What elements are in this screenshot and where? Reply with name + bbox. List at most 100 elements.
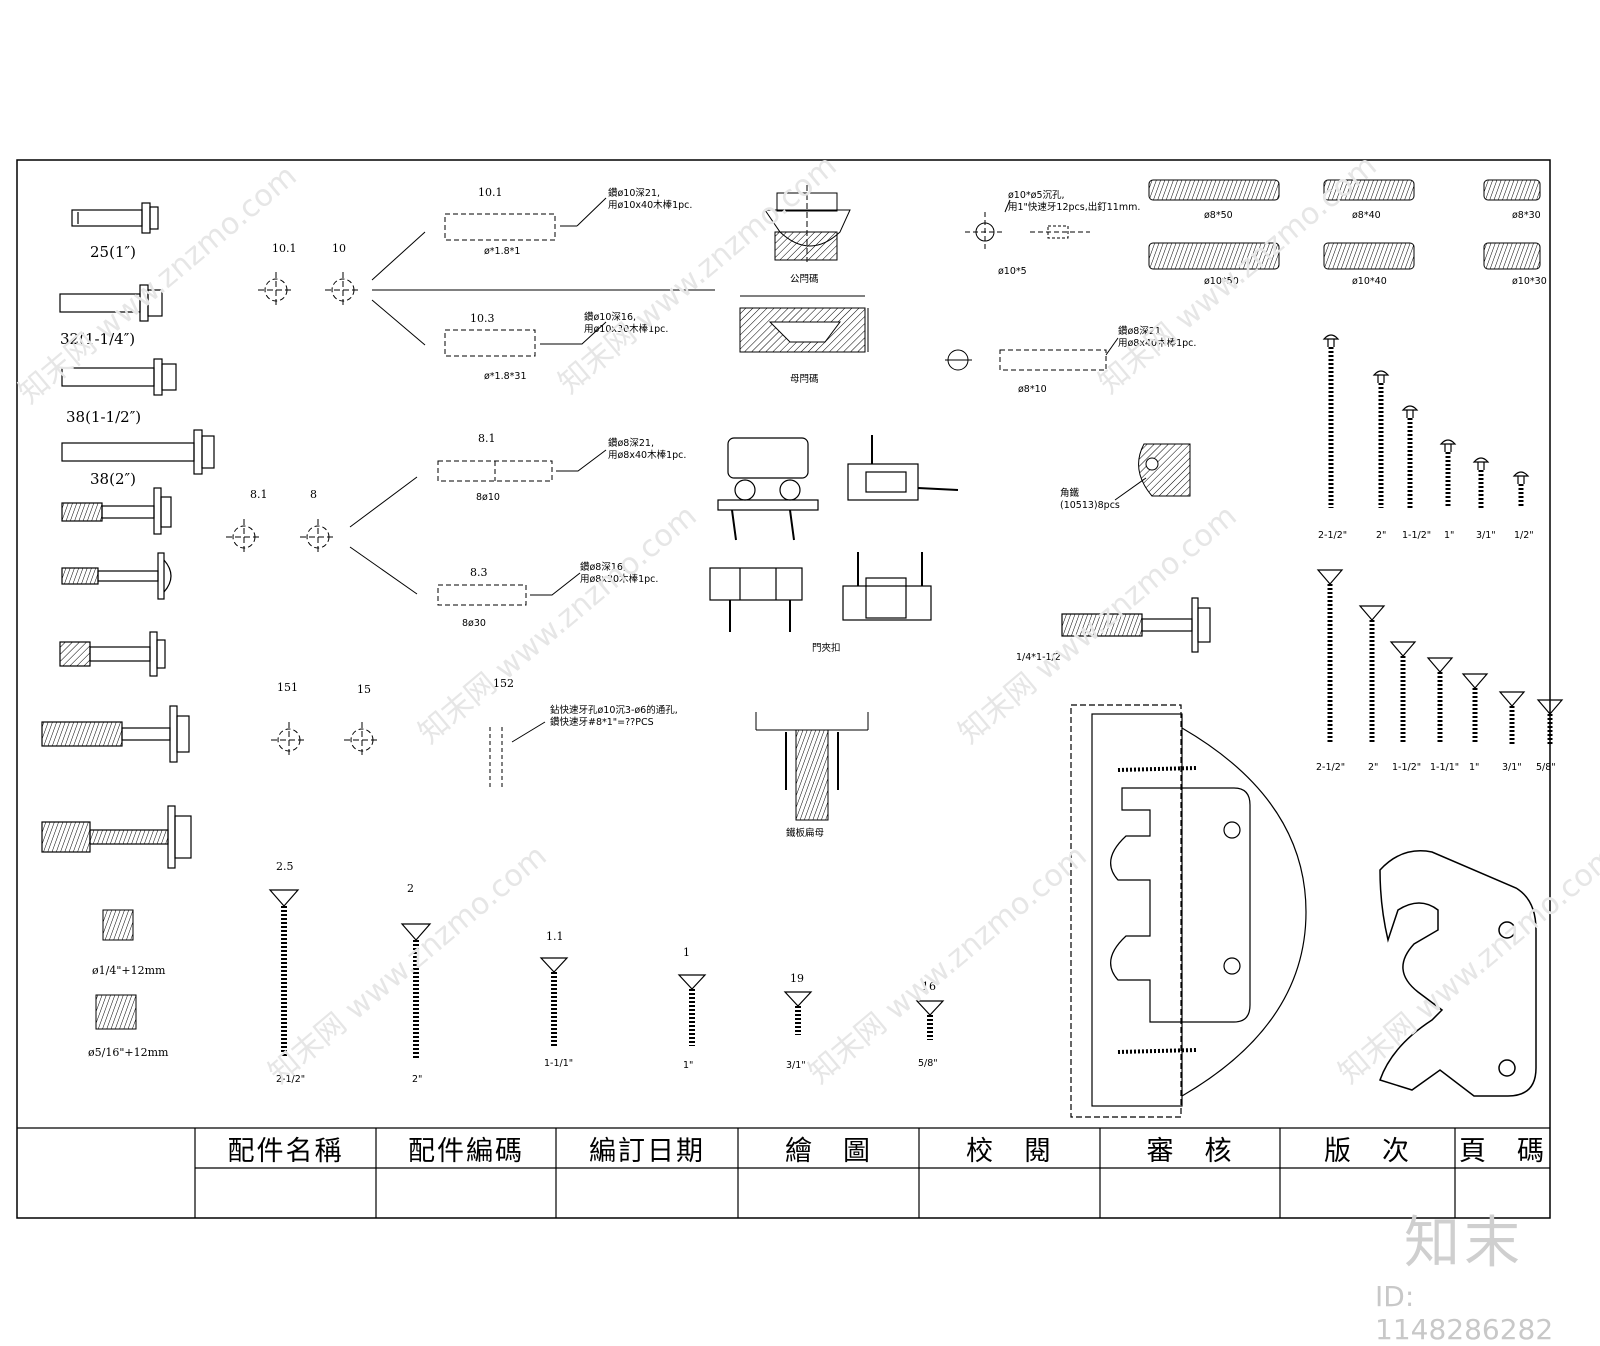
dowel-d8-note-2: 用ø8x40木棒1pc. [1118,338,1197,349]
wood-screws-row [268,889,945,1058]
bolt-label-38b: 38(2″) [90,470,136,488]
long-bolt-label: 1/4*1-1/2 [1016,652,1061,663]
dowel-hole-10-1 [444,197,607,241]
dowel-dim-8-3: 8ø30 [462,618,486,629]
dowel-note-10-3a: 鑽ø10深16, [584,312,637,323]
dowel-note-10-3b: 用ø10x30木棒1pc. [584,324,669,335]
wood-screw-top-label: 2.5 [276,860,294,873]
title-block-page: 頁 碼 [1459,1135,1546,1167]
title-block-version: 版 次 [1324,1135,1411,1167]
cam-lock-female-drawing [739,295,869,353]
wood-screw-bottom-label: 2-1/2" [276,1074,306,1085]
hole-label-15: 15 [357,683,371,696]
wood-screw-bottom-label: 3/1" [786,1060,806,1071]
wood-screw-bottom-label: 5/8" [918,1058,938,1069]
insert-label-2: ø5/16"+12mm [88,1046,169,1059]
watermark-logo: 知末 [1404,1211,1524,1276]
wood-screw-top-label: 16 [922,980,936,993]
wood-screw-top-label: 2 [407,882,414,895]
watermark-id: ID: 1148286282 [1375,1280,1554,1346]
title-block-approved: 審 核 [1146,1135,1234,1167]
dowel-note-10-1b: 用ø10x40木棒1pc. [608,200,693,211]
wood-screw-bottom-label: 1" [683,1060,694,1071]
insert-label-1: ø1/4"+12mm [92,964,166,977]
corner-bracket-note-2: (10513)8pcs [1060,500,1120,511]
door-clip-side [847,435,959,501]
hole-marker-8-1 [225,518,263,556]
dowel-note-152a: 鉆快速牙孔ø10沉3-ø6的通孔, [550,705,678,716]
title-block-drawn: 繪 圖 [785,1135,872,1167]
door-clip-label: 門夾扣 [812,643,841,654]
title-block-checked: 校 閱 [966,1135,1053,1167]
title-block-revision-date: 編訂日期 [589,1135,705,1167]
wood-screw-top-label: 1 [683,946,690,959]
flat-screw-label: 1-1/1" [1430,762,1460,773]
door-clip-front [717,437,819,541]
plate-nut-label: 鐵板扁母 [786,828,825,839]
pan-screw-label: 3/1" [1476,530,1496,541]
hole-label-8-1: 8.1 [250,488,268,501]
hole-label-8: 8 [310,488,317,501]
pan-screw-label: 1-1/2" [1402,530,1432,541]
dowel-note-8-1a: 鑽ø8深21, [608,438,654,449]
title-block-part-name: 配件名稱 [227,1135,344,1167]
pan-screw-label: 1/2" [1514,530,1534,541]
hook-plate [1379,850,1537,1097]
title-block-part-code: 配件編碼 [408,1135,524,1167]
corner-bracket-note-1: 角鐵 [1060,488,1080,499]
dowel-dim-10-3: ø*1.8*31 [484,371,527,382]
insert-bolt-5 [41,805,192,869]
dowel-note-152b: 鑽快速牙#8*1"=??PCS [550,717,654,728]
pan-screws-row [1323,334,1529,508]
hex-bolt-38a [61,358,177,396]
hole-label-151: 151 [277,681,298,694]
hole-marker-151 [270,721,308,759]
insert-bolt-2 [61,552,172,600]
insert-bolt-1 [61,487,172,535]
dowel-title-10-1: 10.1 [478,186,503,199]
dowel-hole-152 [489,721,546,790]
plate-nut-drawing [755,712,869,821]
dowel-title-8-3: 8.3 [470,566,488,579]
hole-marker-15 [343,721,381,759]
pin-label-8-30: ø8*30 [1512,210,1541,221]
dowel-d8-drawing [945,337,1119,371]
threaded-insert-1 [102,909,134,941]
wood-screw-bottom-label: 2" [412,1074,423,1085]
flat-screws-row [1316,569,1564,744]
dowel-title-8-1: 8.1 [478,432,496,445]
flat-screw-label: 2-1/2" [1316,762,1346,773]
pin-label-10-40: ø10*40 [1352,276,1387,287]
dowel-hole-10-3 [444,321,607,357]
sunk-hole-note-2: 用1"快速牙12pcs,出釘11mm. [1008,202,1141,213]
sheet-border [16,159,1551,1219]
dowel-d8-dim: ø8*10 [1018,384,1047,395]
hole-marker-8 [299,518,337,556]
hex-bolt-32 [59,284,163,322]
threaded-insert-2 [95,994,137,1030]
flat-screw-label: 5/8" [1536,762,1556,773]
dowel-title-10-3: 10.3 [470,312,495,325]
dowel-hole-8-3 [437,572,581,606]
dowel-dim-8-1: 8ø10 [476,492,500,503]
leader-lines [349,231,715,595]
dowel-d8-note-1: 鑽ø8深21, [1118,326,1164,337]
hole-label-10-1: 10.1 [272,242,297,255]
insert-bolt-3 [59,631,166,677]
pin-label-8-40: ø8*40 [1352,210,1381,221]
hole-label-152: 152 [493,677,514,690]
wood-screw-top-label: 19 [790,972,804,985]
dowel-hole-8-1 [437,449,607,482]
sunk-hole-drawing [965,199,1090,252]
hex-bolt-38b [61,429,215,475]
corner-bracket-drawing [1114,443,1191,501]
dowel-note-8-1b: 用ø8x40木棒1pc. [608,450,687,461]
hole-marker-10-1 [257,271,295,309]
long-bolt-drawing [1061,597,1211,653]
bolt-label-25: 25(1″) [90,243,136,261]
door-clip-bottom-b [842,552,932,621]
pan-screw-label: 1" [1444,530,1455,541]
wood-screw-bottom-label: 1-1/1" [544,1058,574,1069]
flat-screw-label: 2" [1368,762,1379,773]
flat-screw-label: 1" [1469,762,1480,773]
